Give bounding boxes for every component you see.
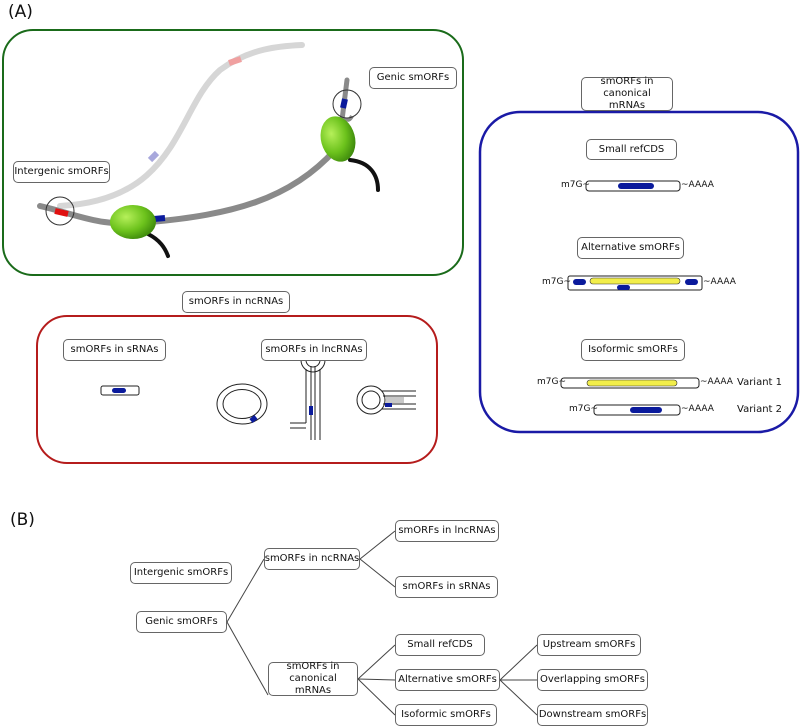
small-refcds-label: Small refCDS — [586, 139, 677, 160]
ncrna-frame — [36, 315, 438, 464]
cap-label: m7G~ — [561, 180, 591, 190]
variant2-label: Variant 2 — [737, 404, 783, 415]
cap-label: m7G~ — [537, 377, 567, 387]
genomic-illustration — [37, 42, 380, 258]
genomic-frame — [2, 29, 464, 276]
tree-node-isoformic: Isoformic smORFs — [395, 704, 497, 726]
small-refcds-mrna — [585, 180, 681, 192]
isoformic-label: Isoformic smORFs — [581, 339, 685, 361]
tree-node-alternative: Alternative smORFs — [395, 669, 500, 691]
tree-connectors — [226, 530, 538, 716]
tree-node-genic: Genic smORFs — [136, 611, 227, 633]
hairpin-lncrna — [290, 347, 326, 440]
tree-node-srnas: smORFs in sRNAs — [395, 576, 498, 598]
tree-node-small-refcds: Small refCDS — [395, 634, 485, 656]
genic-label: Genic smORFs — [369, 67, 457, 89]
panel-b-letter: (B) — [10, 510, 35, 530]
tree-node-lncrnas: smORFs in lncRNAs — [395, 520, 499, 542]
intergenic-label: Intergenic smORFs — [13, 161, 110, 183]
srna-illustration — [100, 385, 140, 396]
alternative-label: Alternative smORFs — [577, 237, 684, 259]
tree-node-downstream: Downstream smORFs — [537, 704, 648, 726]
lncrnas-label: smORFs in lncRNAs — [261, 339, 367, 361]
cap-label: m7G~ — [542, 277, 572, 287]
ncrna-title-label: smORFs in ncRNAs — [182, 291, 290, 313]
ribosome-icon — [320, 116, 356, 162]
panel-a-letter: (A) — [8, 2, 33, 22]
ribosome-icon — [110, 205, 156, 239]
alternative-mrna — [567, 275, 703, 291]
polya-label: ~AAAA — [700, 377, 733, 387]
tree-node-overlapping: Overlapping smORFs — [537, 669, 648, 691]
tree-node-intergenic: Intergenic smORFs — [130, 562, 232, 584]
circular-lncrna — [216, 383, 268, 425]
polya-label: ~AAAA — [681, 180, 714, 190]
tree-node-canonical: smORFs in canonical mRNAs — [268, 661, 358, 696]
polya-label: ~AAAA — [703, 277, 736, 287]
tree-node-ncrnas: smORFs in ncRNAs — [264, 548, 360, 570]
tree-node-upstream: Upstream smORFs — [537, 634, 641, 656]
canonical-frame — [478, 110, 800, 434]
canonical-title-label: smORFs in canonical mRNAs — [581, 76, 673, 111]
polya-label: ~AAAA — [681, 404, 714, 414]
isoform-variant1-mrna — [560, 377, 700, 389]
cap-label: m7G~ — [569, 404, 599, 414]
srnas-label: smORFs in sRNAs — [63, 339, 166, 361]
stemloop-lncrna — [356, 385, 416, 415]
isoform-variant2-mrna — [593, 404, 681, 416]
variant1-label: Variant 1 — [737, 377, 783, 388]
